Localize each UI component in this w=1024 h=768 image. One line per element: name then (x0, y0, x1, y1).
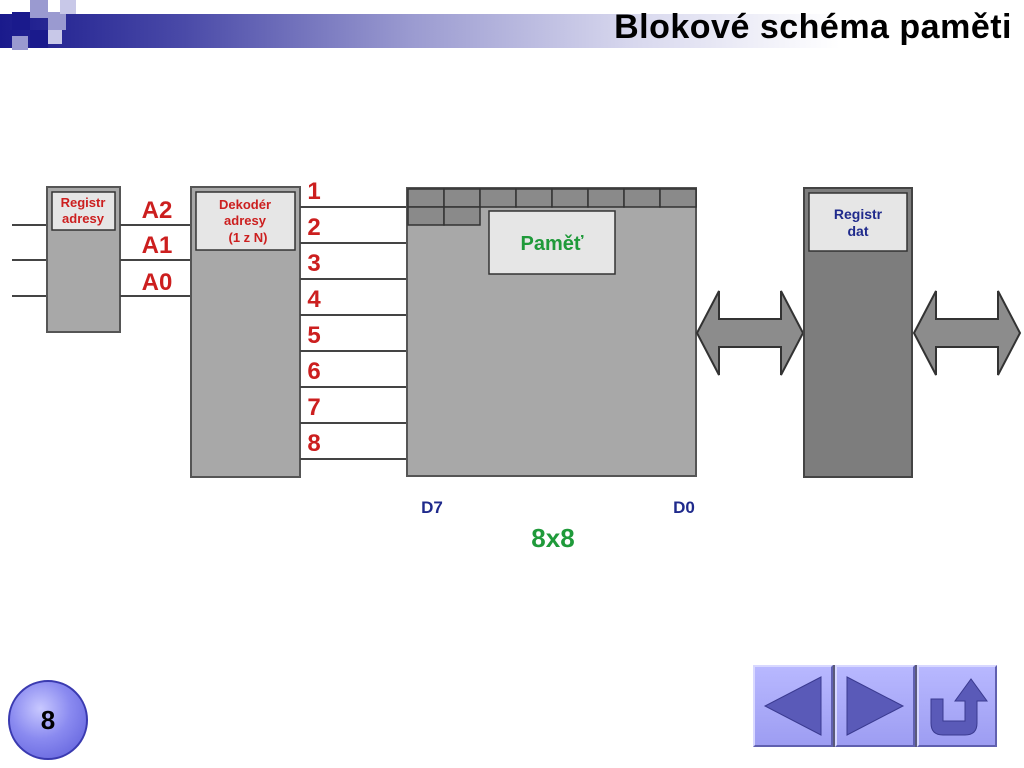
memory-cells-row1 (407, 188, 697, 208)
data-register: Registr dat (803, 187, 913, 478)
word-line-7: 7 (307, 394, 320, 421)
address-lines (120, 224, 192, 297)
decoder-label-line1: Dekodér (219, 197, 271, 212)
return-button[interactable] (917, 665, 997, 747)
triangle-right-icon (846, 676, 905, 736)
bit-label-d7: D7 (421, 498, 443, 517)
return-arrow-icon (930, 678, 988, 736)
word-line-8: 8 (307, 430, 320, 457)
data-register-label-line1: Registr (834, 206, 883, 222)
address-register-label-line1: Registr (61, 195, 106, 210)
word-line-1: 1 (307, 178, 320, 205)
previous-slide-button[interactable] (753, 665, 833, 747)
decoder-label-line2: adresy (224, 213, 267, 228)
data-register-label-line2: dat (848, 223, 869, 239)
address-line-a1: A1 (142, 232, 173, 259)
slide-number-badge: 8 (8, 680, 88, 760)
word-line-6: 6 (307, 358, 320, 385)
address-line-a2: A2 (142, 197, 173, 224)
word-line-4: 4 (307, 286, 321, 313)
page-title: Blokové schéma paměti (614, 8, 1012, 46)
word-line-3: 3 (307, 250, 320, 277)
double-arrow-data-bus (912, 290, 1022, 376)
next-slide-button[interactable] (835, 665, 915, 747)
triangle-left-icon (763, 676, 822, 736)
word-line-2: 2 (307, 214, 320, 241)
memory-size-label: 8x8 (531, 523, 574, 553)
decoder-label-line3: (1 z N) (229, 230, 268, 245)
address-register: Registr adresy (46, 186, 121, 333)
word-line-5: 5 (307, 322, 320, 349)
slide-navigation (753, 665, 997, 747)
memory-label: Paměť (521, 233, 584, 255)
address-decoder: Dekodér adresy (1 z N) (190, 186, 301, 478)
bit-label-d0: D0 (673, 498, 695, 517)
address-register-label-line2: adresy (62, 211, 105, 226)
address-line-a0: A0 (142, 269, 173, 296)
header-band (0, 14, 1024, 48)
word-lines (300, 206, 408, 460)
slide-number: 8 (40, 704, 56, 735)
memory-cells-row2 (407, 206, 481, 226)
address-input-lines (12, 224, 48, 297)
double-arrow-memory-register (695, 290, 805, 376)
memory-array: Paměť (406, 187, 697, 477)
